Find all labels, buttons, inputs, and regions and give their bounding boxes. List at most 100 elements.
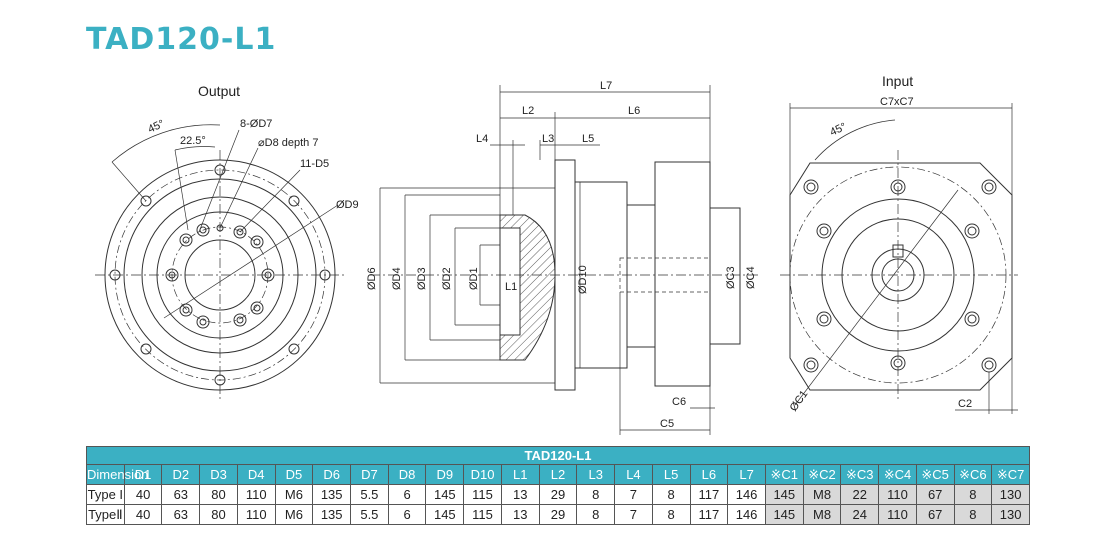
angle-45-label: 45° [146,118,166,136]
table-cell: 80 [199,504,238,525]
table-cell: 8 [576,484,616,505]
table-cell: 40 [123,504,163,525]
l6-label: L6 [628,105,640,117]
holes-8-d7-label: 8-ØD7 [240,118,272,130]
angle-45-input-label: 45° [828,121,848,139]
l4-label: L4 [476,133,488,145]
l5-label: L5 [582,133,594,145]
output-view [95,124,345,400]
column-header: Dimension [86,464,148,485]
table-cell: 67 [915,504,955,525]
column-header: ※C6 [953,464,993,485]
column-header: ※C3 [840,464,880,485]
angle-22-5-label: 22.5° [180,135,206,147]
row-label: Type I [86,484,125,505]
column-header: D1 [123,464,163,485]
side-view [370,85,760,435]
column-header: L7 [727,464,766,485]
d9-label: ØD9 [336,199,359,211]
table-cell: M6 [274,504,314,525]
input-bolt-holes [803,179,997,373]
c2-label: C2 [958,398,972,410]
table-cell: 7 [614,504,653,525]
table-cell: 63 [161,484,201,505]
column-header: D4 [236,464,276,485]
table-title: TAD120-L1 [86,446,1030,465]
table-cell: 145 [425,484,465,505]
l1-label: L1 [505,281,517,293]
table-cell: 135 [312,504,352,525]
c3-label: ØC3 [725,266,737,289]
c4-label: ØC4 [745,266,757,289]
table-cell: 130 [991,504,1030,525]
table-cell: 22 [840,484,880,505]
table-cell: M8 [802,484,842,505]
table-cell: 8 [651,504,691,525]
table-cell: 146 [727,504,766,525]
column-header: D5 [274,464,314,485]
row-label: TypeⅡ [86,504,125,525]
technical-drawing: Output 45° 22.5° 8-ØD7 ⌀D8 depth 7 11-D5… [95,73,1018,435]
table-cell: 117 [689,484,729,505]
d4-label: ØD4 [391,267,403,290]
table-cell: 13 [500,484,540,505]
table-cell: 24 [840,504,880,525]
d10-label: ØD10 [577,265,589,294]
table-cell: 135 [312,484,352,505]
outer-bolt-holes [109,164,331,386]
c7xc7-label: C7xC7 [880,96,914,108]
table-cell: 29 [538,484,578,505]
table-cell: 145 [764,484,804,505]
table-cell: 146 [727,484,766,505]
column-header: ※C4 [878,464,917,485]
table-cell: 130 [991,484,1030,505]
table-cell: 110 [878,484,917,505]
input-view [780,103,1018,414]
d3-label: ØD3 [416,267,428,290]
d1-label: ØD1 [468,267,480,290]
input-view-label: Input [882,73,913,89]
table-cell: 5.5 [350,504,389,525]
inner-holes [165,223,275,329]
table-title-row: TAD120-L1 [86,446,1030,465]
table-cell: 110 [236,484,276,505]
c6-label: C6 [672,396,686,408]
l2-label: L2 [522,105,534,117]
column-header: D7 [350,464,389,485]
table-cell: 8 [651,484,691,505]
table-cell: M6 [274,484,314,505]
l3-label: L3 [542,133,554,145]
table-cell: 80 [199,484,238,505]
column-header: L3 [576,464,616,485]
table-cell: 8 [953,484,993,505]
table-cell: 5.5 [350,484,389,505]
table-cell: 110 [878,504,917,525]
column-header: ※C2 [802,464,842,485]
c5-label: C5 [660,418,674,430]
table-cell: 145 [764,504,804,525]
column-header: D8 [387,464,427,485]
table-cell: 115 [463,504,502,525]
column-header: L5 [651,464,691,485]
table-cell: 6 [387,504,427,525]
column-header: ※C7 [991,464,1030,485]
d8-depth-label: ⌀D8 depth 7 [258,137,318,149]
table-cell: 67 [915,484,955,505]
column-header: ※C1 [764,464,804,485]
column-header: D9 [425,464,465,485]
table-cell: 8 [953,504,993,525]
column-header: L4 [614,464,653,485]
holes-11-d5-label: 11-D5 [300,158,329,170]
column-header: ※C5 [915,464,955,485]
column-header: L6 [689,464,729,485]
c1-label: ØC1 [788,388,811,413]
table-cell: 115 [463,484,502,505]
page-title: TAD120-L1 [86,22,277,57]
table-cell: 40 [123,484,163,505]
table-cell: 117 [689,504,729,525]
